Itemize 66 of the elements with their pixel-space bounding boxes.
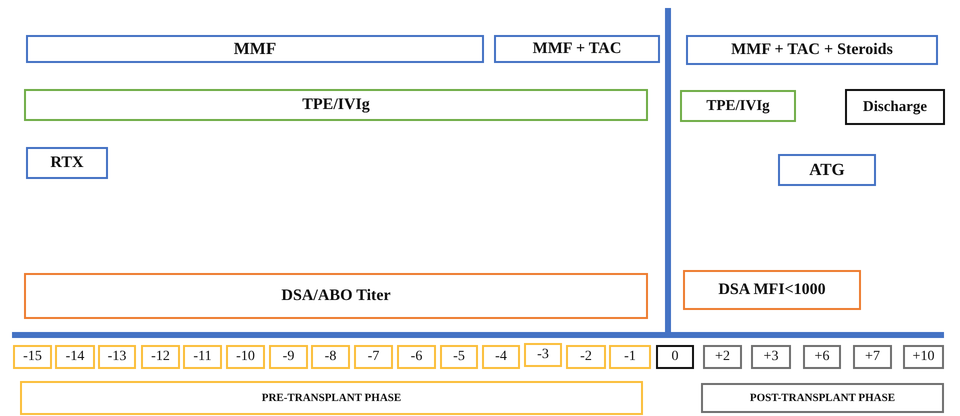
box-label: -10: [236, 349, 255, 365]
box-label: Discharge: [862, 98, 928, 116]
timeline-box: [26, 147, 108, 179]
timeline-box: [686, 35, 938, 65]
phase-box: [701, 383, 944, 413]
timeline-box: [26, 35, 484, 63]
timeline-box: [24, 89, 648, 121]
day-box: [703, 345, 742, 369]
box-label: +7: [865, 349, 880, 365]
box-label: -7: [368, 349, 380, 365]
day-box: [226, 345, 265, 369]
box-label: -8: [324, 349, 336, 365]
day-box: [141, 345, 180, 369]
box-label: -12: [151, 349, 170, 365]
box-label: -5: [453, 349, 465, 365]
timeline-box: [778, 154, 876, 186]
box-label: MMF + TAC: [532, 40, 622, 58]
timeline-box: [494, 35, 660, 63]
box-label: -14: [66, 349, 84, 365]
day-box: [183, 345, 222, 369]
day-box: [751, 345, 791, 369]
day-box: [482, 345, 520, 369]
box-label: MMF: [234, 39, 276, 59]
box-label: POST-TRANSPLANT PHASE: [750, 392, 896, 404]
day-box: [354, 345, 393, 369]
phase-box: [20, 381, 643, 415]
day-box: [803, 345, 841, 369]
box-label: ATG: [809, 160, 845, 180]
box-label: +2: [715, 349, 730, 365]
box-label: -15: [23, 349, 42, 365]
box-label: -1: [624, 349, 636, 365]
box-label: -11: [193, 349, 212, 365]
timeline-box: [845, 89, 945, 125]
box-label: -13: [108, 349, 126, 365]
box-label: RTX: [50, 154, 84, 172]
day-box: [524, 343, 562, 367]
day-box: [903, 345, 944, 369]
day-box: [55, 345, 95, 369]
box-label: -4: [495, 349, 507, 365]
box-label: +10: [912, 349, 934, 365]
day-box: [13, 345, 52, 369]
box-label: +6: [814, 349, 830, 365]
box-label: DSA MFI<1000: [718, 281, 826, 299]
timeline-box: [683, 270, 861, 310]
day-box: [853, 345, 892, 369]
day-box: [269, 345, 308, 369]
day-box: [440, 345, 478, 369]
day-box: [311, 345, 350, 369]
box-label: PRE-TRANSPLANT PHASE: [262, 392, 402, 404]
box-label: MMF + TAC + Steroids: [731, 41, 893, 59]
box-label: 0: [672, 349, 678, 365]
day-box: [397, 345, 436, 369]
box-label: TPE/IVIg: [706, 98, 770, 114]
box-label: -2: [580, 349, 592, 365]
box-label: -6: [410, 349, 422, 365]
day-box: [609, 345, 651, 369]
day-box: [98, 345, 136, 369]
day-box: [566, 345, 606, 369]
box-label: -3: [537, 347, 549, 363]
box-label: -9: [282, 349, 294, 365]
box-label: DSA/ABO Titer: [281, 287, 391, 305]
timeline-box: [24, 273, 648, 319]
box-label: TPE/IVIg: [302, 96, 370, 114]
timeline-box: [680, 90, 796, 122]
day-box: [656, 345, 694, 369]
box-label: +3: [764, 349, 778, 365]
